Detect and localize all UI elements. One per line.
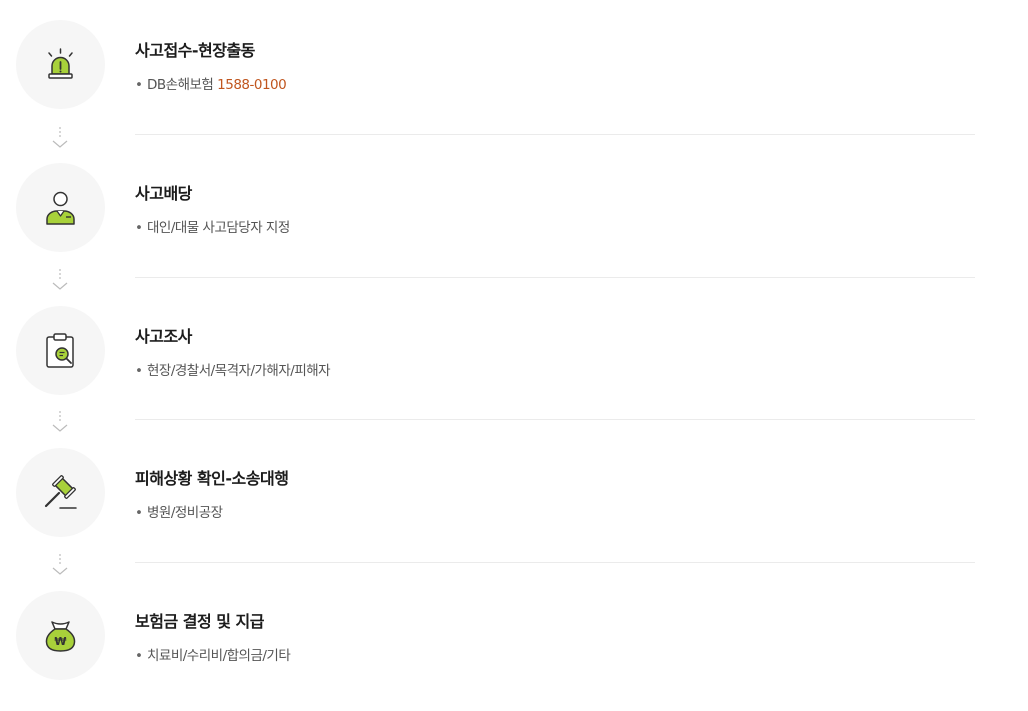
down-arrow-icon [50,126,70,150]
step-detail-text: 치료비/수리비/합의금/기타 [147,648,291,664]
step-icon-circle: ₩ [16,591,105,680]
step-divider [135,277,975,278]
process-step-5: ₩ 보험금 결정 및 지급 •치료비/수리비/합의금/기타 [0,591,1028,711]
step-icon-circle [16,163,105,252]
process-step-4: 피해상황 확인-소송대행 •병원/정비공장 [0,448,1028,568]
step-divider [135,562,975,563]
step-description: •현장/경찰서/목격자/가해자/피해자 [135,359,331,379]
down-arrow-icon [50,268,70,292]
step-description: •병원/정비공장 [135,501,223,521]
clipboard-search-icon [46,333,74,368]
bullet-icon: • [135,505,143,521]
step-icon-circle [16,306,105,395]
step-title: 피해상황 확인-소송대행 [135,469,289,488]
step-description: •DB손해보험 1588-0100 [135,73,287,93]
step-title: 보험금 결정 및 지급 [135,612,264,631]
step-title: 사고배당 [135,184,192,203]
bullet-icon: • [135,220,143,236]
step-icon-circle [16,448,105,537]
phone-number[interactable]: 1588-0100 [217,77,287,93]
process-step-1: 사고접수-현장출동 •DB손해보험 1588-0100 [0,20,1028,140]
siren-icon [48,48,73,79]
step-description: •치료비/수리비/합의금/기타 [135,644,291,664]
bullet-icon: • [135,363,143,379]
bullet-icon: • [135,648,143,664]
step-divider [135,134,975,135]
svg-text:₩: ₩ [54,635,66,648]
step-icon-circle [16,20,105,109]
process-step-3: 사고조사 •현장/경찰서/목격자/가해자/피해자 [0,306,1028,426]
step-title: 사고조사 [135,327,192,346]
step-divider [135,419,975,420]
step-description: •대인/대물 사고담당자 지정 [135,216,290,236]
gavel-icon [44,475,77,509]
step-title: 사고접수-현장출동 [135,41,255,60]
adjuster-person-icon [46,191,75,225]
money-bag-icon: ₩ [45,621,76,652]
down-arrow-icon [50,553,70,577]
step-detail-text: 현장/경찰서/목격자/가해자/피해자 [147,363,331,379]
step-detail-text: 대인/대물 사고담당자 지정 [147,220,290,236]
process-step-2: 사고배당 •대인/대물 사고담당자 지정 [0,163,1028,283]
company-name: DB손해보험 [147,77,214,93]
step-detail-text: 병원/정비공장 [147,505,223,521]
bullet-icon: • [135,77,143,93]
down-arrow-icon [50,410,70,434]
